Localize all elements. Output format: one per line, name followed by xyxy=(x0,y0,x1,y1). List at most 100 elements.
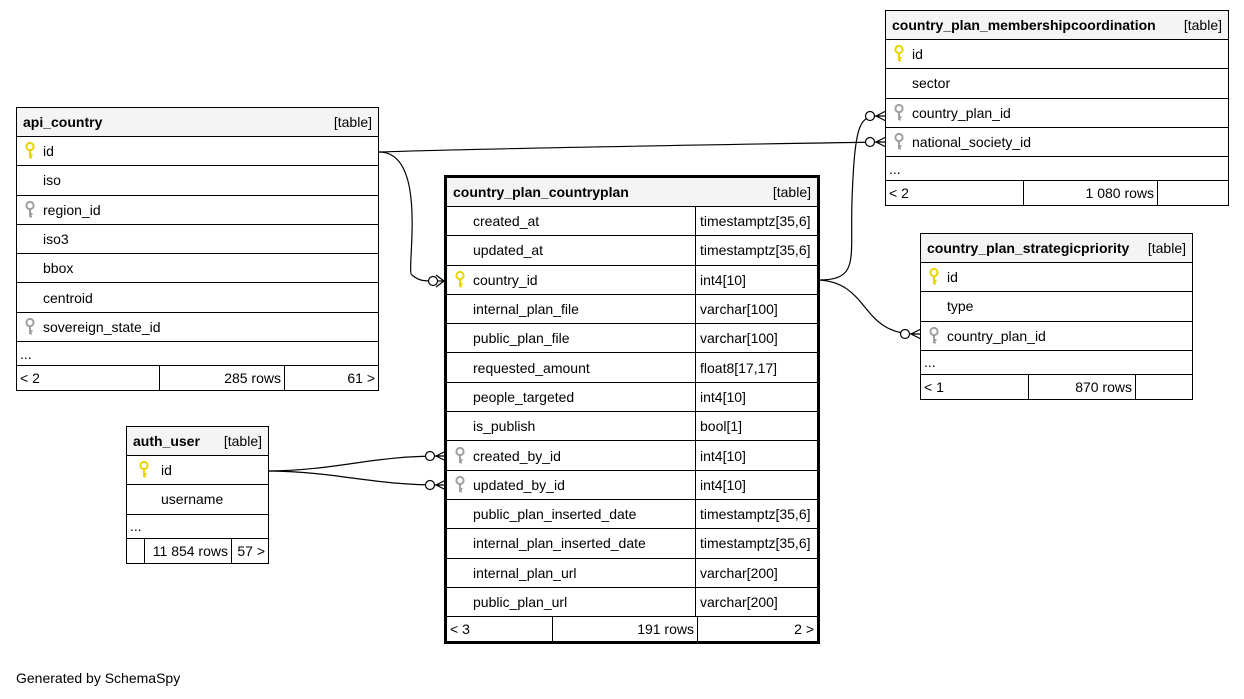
column-row[interactable]: id xyxy=(921,263,1192,293)
foreign-key-icon xyxy=(447,475,473,494)
link-auth-user-updated-by xyxy=(268,470,441,486)
table-name[interactable]: country_plan_strategicpriority xyxy=(927,240,1130,256)
column-name: id xyxy=(947,269,958,286)
column-name: id xyxy=(161,462,172,479)
column-name: created_by_id xyxy=(473,447,561,464)
column-type: timestamptz[35,6] xyxy=(695,207,817,236)
table-auth-user[interactable]: auth_user [table] id username ... 11 854 … xyxy=(126,426,269,564)
parents-link[interactable]: < 3 xyxy=(450,621,470,638)
column-type: varchar[100] xyxy=(695,294,817,324)
table-country-plan-strategicpriority[interactable]: country_plan_strategicpriority [table] i… xyxy=(920,233,1193,400)
primary-key-icon xyxy=(127,461,161,479)
table-name[interactable]: auth_user xyxy=(133,433,200,449)
column-row[interactable]: country_plan_id xyxy=(921,322,1192,351)
more-columns: ... xyxy=(127,515,268,539)
table-country-plan-countryplan[interactable]: country_plan_countryplan [table] created… xyxy=(444,175,820,645)
children-link[interactable]: 61 > xyxy=(284,366,378,391)
column-type: timestamptz[35,6] xyxy=(695,236,817,265)
column-row[interactable]: id xyxy=(17,137,378,167)
primary-key-icon xyxy=(886,45,912,63)
column-list: id username xyxy=(127,456,268,515)
column-name: bbox xyxy=(43,260,74,277)
column-name: sector xyxy=(912,75,951,92)
column-name: id xyxy=(43,143,54,160)
foreign-key-icon xyxy=(886,103,912,122)
more-columns: ... xyxy=(921,351,1192,375)
row-count: 1 080 rows xyxy=(1023,181,1157,206)
column-list: id sector country_plan_id national_society_… xyxy=(886,40,1228,158)
table-header: country_plan_strategicpriority [table] xyxy=(921,234,1192,263)
table-footer: < 2 1 080 rows xyxy=(886,181,1228,206)
link-api-country-countryplan xyxy=(378,151,445,282)
foreign-key-icon xyxy=(921,326,947,345)
more-columns: ... xyxy=(886,157,1228,182)
column-row[interactable]: bbox xyxy=(17,254,378,284)
column-name: updated_at xyxy=(473,242,544,259)
foreign-key-icon xyxy=(447,446,473,465)
table-header: api_country [table] xyxy=(17,108,378,137)
column-name: centroid xyxy=(43,289,93,306)
column-row[interactable]: sovereign_state_id xyxy=(17,313,378,343)
table-name[interactable]: api_country xyxy=(23,114,103,130)
table-type: [table] xyxy=(772,184,811,200)
column-type: int4[10] xyxy=(695,265,817,294)
children-link[interactable] xyxy=(1135,374,1192,399)
children-link[interactable]: 2 > xyxy=(697,617,817,642)
column-row[interactable]: region_id xyxy=(17,196,378,225)
column-name: type xyxy=(947,298,974,315)
column-row[interactable]: centroid xyxy=(17,283,378,313)
children-link[interactable]: 57 > xyxy=(231,538,268,563)
column-type: bool[1] xyxy=(695,412,817,441)
column-row[interactable]: id xyxy=(886,40,1228,70)
column-row[interactable]: country_plan_id xyxy=(886,99,1228,128)
column-name: country_plan_id xyxy=(912,104,1011,121)
column-row[interactable]: id xyxy=(127,456,268,486)
column-row[interactable]: is_publish bool[1] xyxy=(447,412,817,442)
link-api-country-membership xyxy=(378,141,881,153)
table-footer: < 3 191 rows 2 > xyxy=(447,617,817,642)
column-name: updated_by_id xyxy=(473,476,565,493)
table-footer: 11 854 rows 57 > xyxy=(127,538,268,563)
column-name: is_publish xyxy=(473,418,536,435)
table-type: [table] xyxy=(223,433,262,449)
column-row[interactable]: updated_at timestamptz[35,6] xyxy=(447,236,817,266)
row-count: 191 rows xyxy=(552,617,697,642)
table-name[interactable]: country_plan_countryplan xyxy=(453,184,629,200)
column-type: timestamptz[35,6] xyxy=(695,529,817,558)
foreign-key-icon xyxy=(17,200,43,219)
children-link[interactable] xyxy=(1157,181,1228,206)
column-row[interactable]: national_society_id xyxy=(886,128,1228,158)
table-country-plan-membershipcoordination[interactable]: country_plan_membershipcoordination [tab… xyxy=(885,10,1229,207)
parents-link[interactable]: < 1 xyxy=(924,378,944,395)
table-header: auth_user [table] xyxy=(127,427,268,456)
foreign-key-icon xyxy=(17,317,43,336)
column-row[interactable]: username xyxy=(127,485,268,515)
column-type: varchar[200] xyxy=(695,558,817,587)
column-row[interactable]: sector xyxy=(886,69,1228,99)
column-row[interactable]: type xyxy=(921,292,1192,322)
column-name: public_plan_file xyxy=(473,330,570,347)
link-auth-user-created-by xyxy=(268,455,441,472)
parents-link[interactable] xyxy=(127,539,144,563)
parents-link[interactable]: < 2 xyxy=(20,370,40,387)
parents-link[interactable]: < 2 xyxy=(889,185,909,202)
table-name[interactable]: country_plan_membershipcoordination xyxy=(892,17,1156,33)
column-row[interactable]: iso3 xyxy=(17,225,378,255)
column-name: national_society_id xyxy=(912,134,1032,151)
column-row[interactable]: iso xyxy=(17,166,378,196)
